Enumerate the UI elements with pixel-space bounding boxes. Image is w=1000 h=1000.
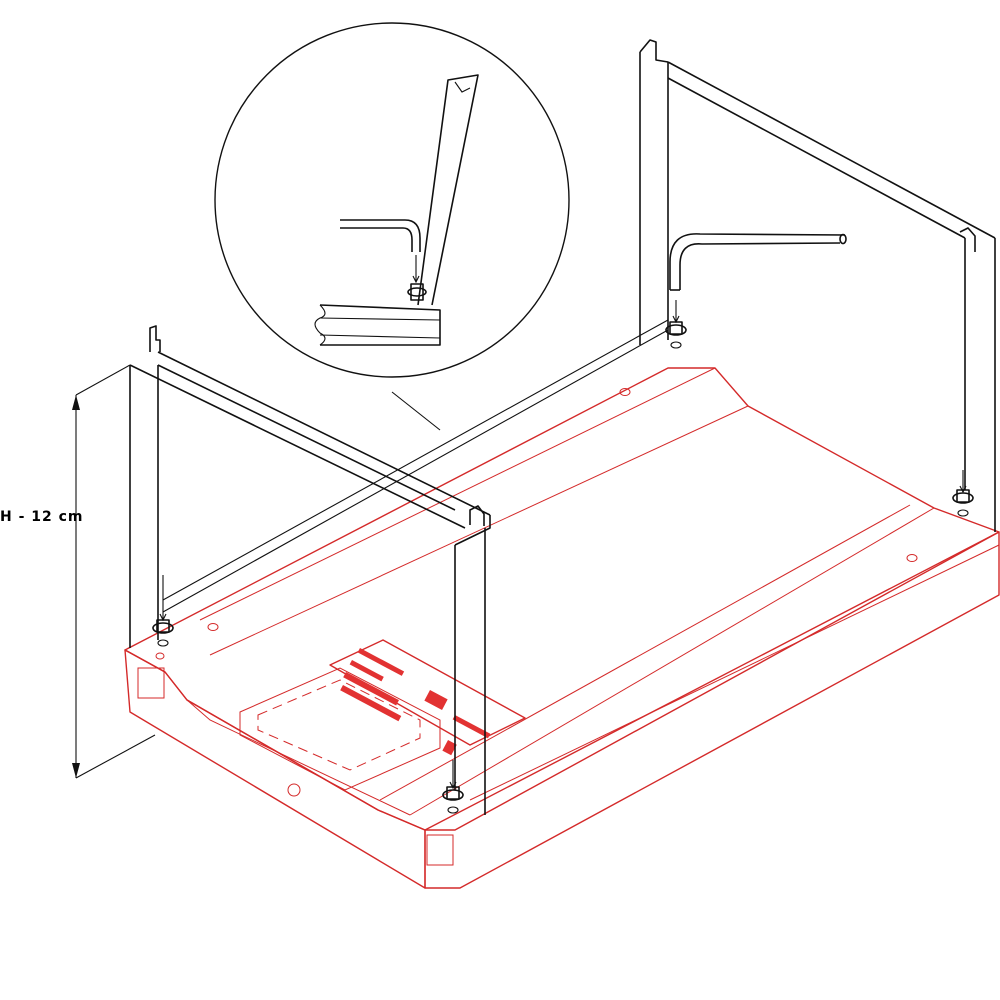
detail-magnifier-icon — [214, 22, 570, 378]
frame-right — [639, 39, 996, 532]
bolt-washer-icon — [665, 300, 687, 349]
base-inner-long-3 — [409, 507, 935, 816]
base-tray — [124, 367, 1000, 889]
base-recess-outer — [239, 667, 441, 791]
guide-line-long — [162, 329, 669, 613]
corner-pad-left — [137, 667, 165, 699]
bolt-washer-icon — [952, 470, 974, 517]
side-hole — [287, 783, 301, 797]
mount-hole — [619, 388, 631, 396]
mount-hole — [207, 623, 219, 631]
base-inner-long-5 — [469, 544, 1000, 801]
bolt-washer-icon — [152, 575, 174, 647]
base-ramp-left — [186, 699, 411, 816]
frame-left — [129, 325, 491, 815]
height-dimension — [72, 364, 156, 779]
rating-label — [329, 639, 526, 756]
base-inner-long-1 — [199, 367, 716, 621]
base-top-surface — [124, 367, 1000, 831]
mount-hole — [906, 554, 918, 562]
guide-line-back — [391, 391, 441, 431]
corner-pad-front — [426, 834, 454, 866]
allen-key-icon — [669, 233, 847, 291]
base-recess — [257, 679, 421, 771]
bolt-washer-icon — [442, 760, 464, 814]
height-dimension-label: H - 12 cm — [0, 509, 84, 525]
base-inner-long-2 — [209, 405, 749, 656]
base-inner-long-4 — [379, 504, 911, 801]
base-left-face — [124, 649, 426, 889]
guide-line-long-2 — [162, 319, 669, 601]
mount-hole — [155, 652, 165, 660]
